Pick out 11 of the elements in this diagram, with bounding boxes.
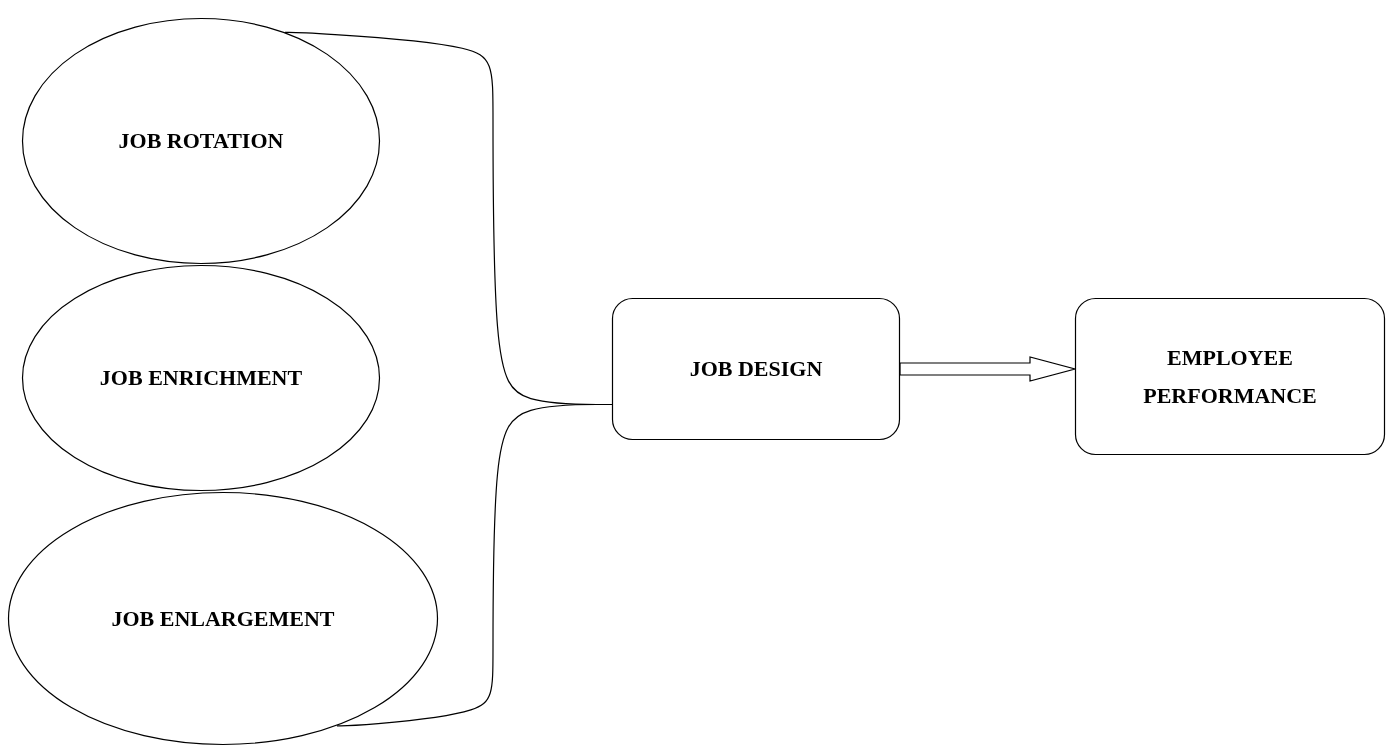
connector-arrow xyxy=(899,356,1078,382)
ellipse-node xyxy=(22,265,380,491)
process-box xyxy=(612,298,900,440)
node-label: JOB ROTATION xyxy=(118,127,284,155)
node-label: EMPLOYEE PERFORMANCE xyxy=(1142,343,1318,410)
process-box xyxy=(1075,298,1385,455)
node-label: JOB ENLARGEMENT xyxy=(111,604,335,633)
node-label: JOB ENRICHMENT xyxy=(99,364,303,392)
node-label: JOB DESIGN xyxy=(689,355,823,383)
ellipse-node xyxy=(22,18,380,264)
ellipse-node xyxy=(8,492,438,745)
